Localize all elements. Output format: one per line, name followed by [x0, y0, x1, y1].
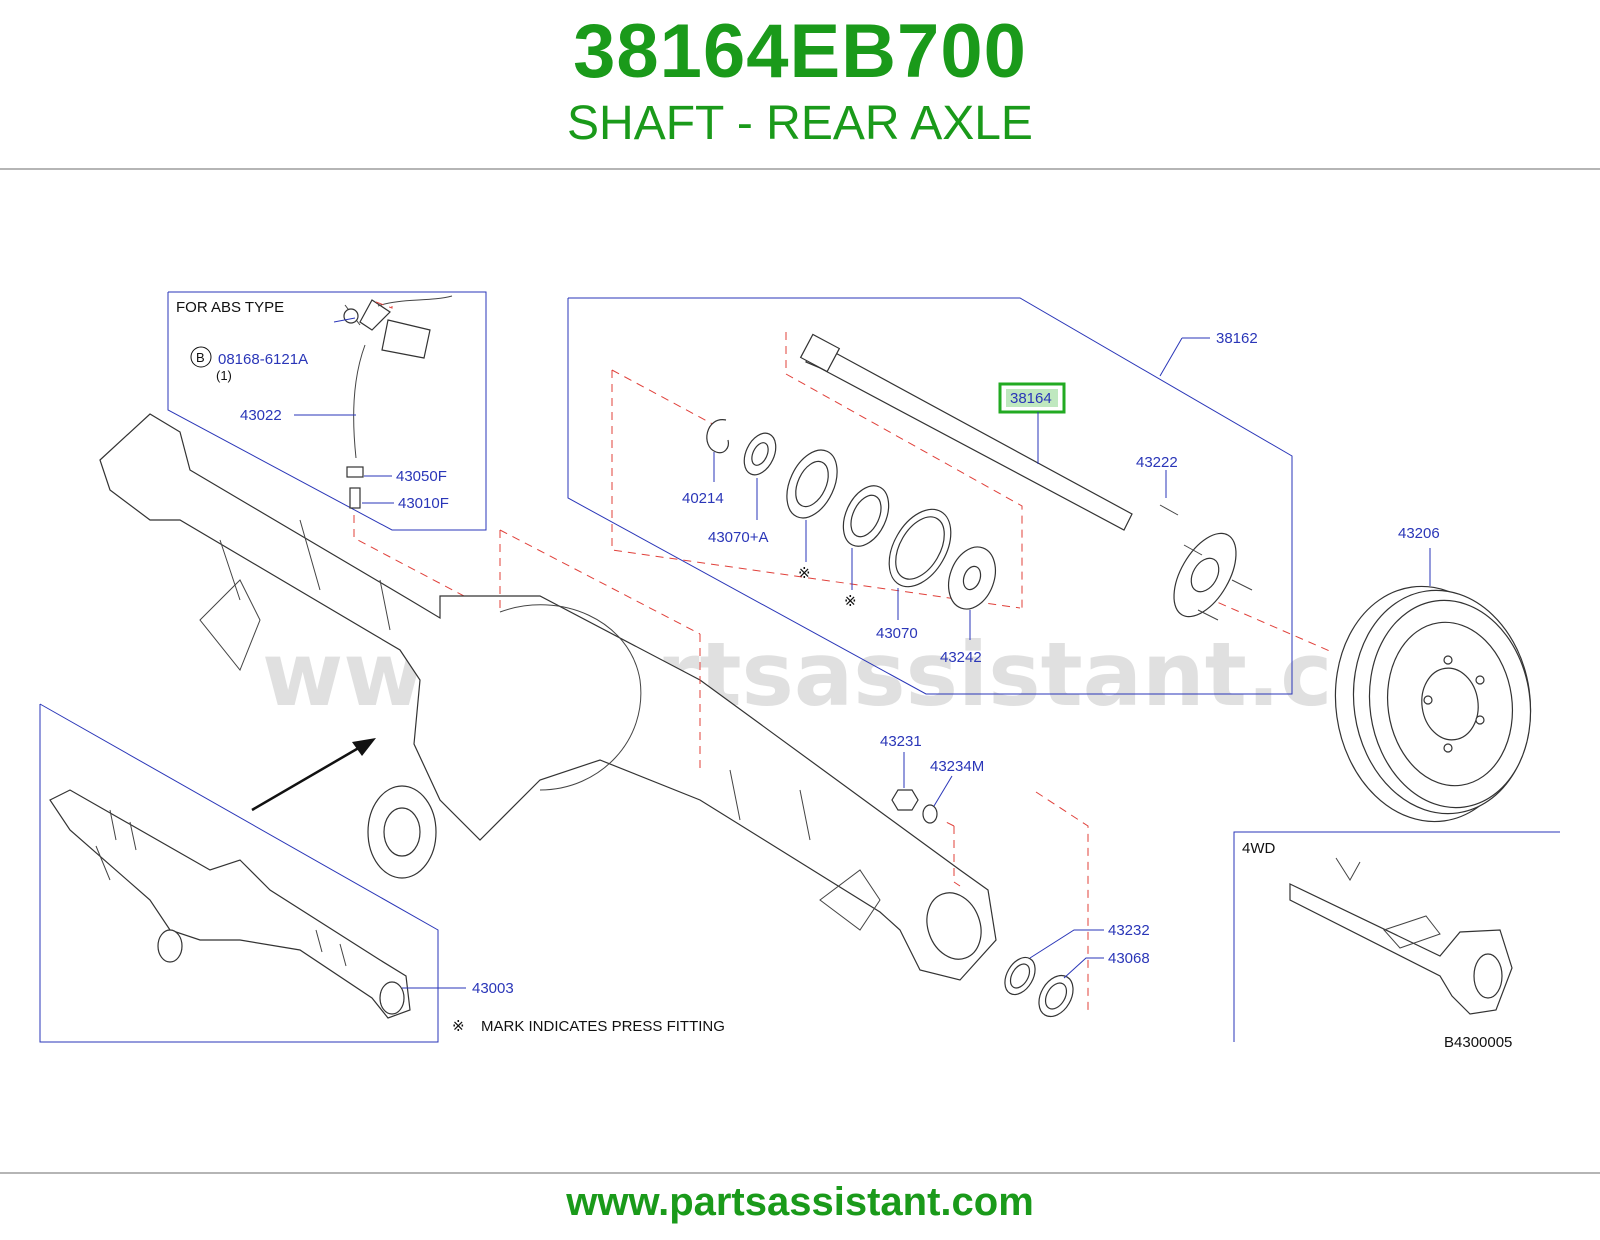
brake-drum-part — [1334, 585, 1532, 823]
abs-sensor-icon — [343, 295, 453, 509]
callout-43232[interactable]: 43232 — [1108, 922, 1150, 939]
callout-40214[interactable]: 40214 — [682, 490, 724, 507]
highlight-box — [998, 382, 1066, 414]
callout-43010f[interactable]: 43010F — [398, 495, 449, 512]
overview-axle-part — [49, 789, 411, 1019]
abs-type-box: FOR ABS TYPE B 08168-6121A (1) 43022 430… — [167, 291, 487, 531]
callout-43242[interactable]: 43242 — [940, 649, 982, 666]
press-fit-mark-2: ※ — [844, 593, 857, 610]
callout-43206[interactable]: 43206 — [1398, 525, 1440, 542]
axle-housing-part — [99, 413, 997, 981]
callout-08168-6121a[interactable]: 08168-6121A — [218, 351, 308, 368]
footer-divider — [0, 1172, 1600, 1174]
axle-shaft-part — [799, 333, 1253, 621]
callout-43003[interactable]: 43003 — [472, 980, 514, 997]
callout-38164[interactable]: 38164 — [1010, 390, 1052, 407]
bolt-b-circle — [190, 346, 212, 368]
footer-url-link[interactable]: www.partsassistant.com — [566, 1180, 1034, 1224]
callout-43231[interactable]: 43231 — [880, 733, 922, 750]
4wd-inset-box: 4WD B4300005 — [1233, 831, 1560, 1051]
callout-43234m[interactable]: 43234M — [930, 758, 984, 775]
press-fitting-note: MARK INDICATES PRESS FITTING — [481, 1018, 725, 1035]
overview-inset-box: 43003 — [39, 703, 514, 1043]
callout-43022[interactable]: 43022 — [240, 407, 282, 424]
highlight-fill — [1006, 389, 1058, 407]
abs-box-title: FOR ABS TYPE — [176, 299, 284, 316]
axle-shaft-box: 38162 38164 43222 40214 43070+A ※ ※ 4307… — [567, 297, 1333, 695]
bolt-b-letter: B — [196, 350, 205, 365]
callout-38162[interactable]: 38162 — [1216, 330, 1258, 347]
callout-43050f[interactable]: 43050F — [396, 468, 447, 485]
diagram-code: B4300005 — [1444, 1034, 1512, 1051]
4wd-label: 4WD — [1242, 840, 1276, 857]
part-number-title: 38164EB700 — [573, 9, 1027, 94]
callout-qty: (1) — [216, 368, 232, 383]
callout-43070[interactable]: 43070 — [876, 625, 918, 642]
snap-ring-part — [706, 419, 729, 454]
part-name-subtitle: SHAFT - REAR AXLE — [567, 97, 1033, 150]
callout-43068[interactable]: 43068 — [1108, 950, 1150, 967]
direction-arrow-icon — [251, 738, 376, 812]
header-divider — [0, 168, 1600, 170]
washer-part — [922, 804, 938, 824]
note-mark-symbol: ※ — [452, 1018, 465, 1035]
press-fit-mark-1: ※ — [798, 565, 811, 582]
nut-part — [891, 789, 919, 811]
4wd-axle-part — [1289, 857, 1513, 1015]
callout-43222[interactable]: 43222 — [1136, 454, 1178, 471]
header: 38164EB700 SHAFT - REAR AXLE — [0, 0, 1600, 168]
callout-43070a[interactable]: 43070+A — [708, 529, 768, 546]
